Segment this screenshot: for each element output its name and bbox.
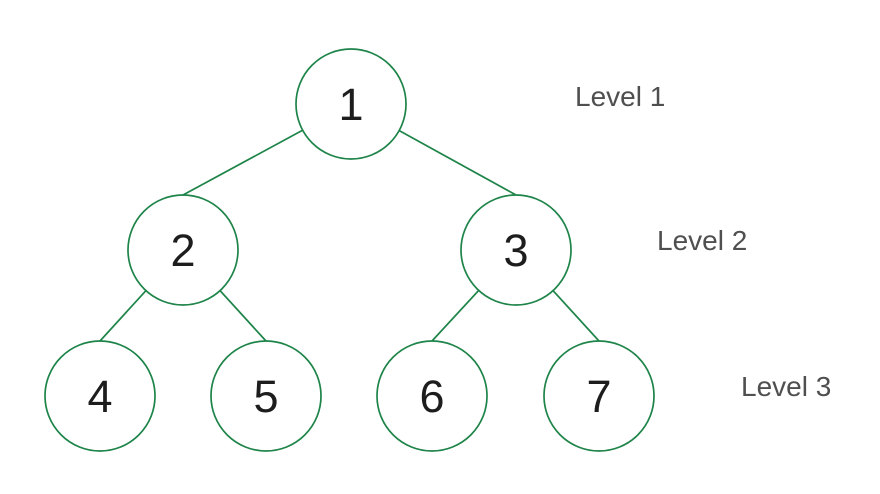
level-1-label: Level 1: [575, 81, 665, 112]
node-2-circle: [127, 194, 239, 306]
tree-node-3: 3: [460, 194, 572, 306]
tree-node-7: 7: [543, 340, 655, 452]
tree-node-2: 2: [127, 194, 239, 306]
node-5-value: 5: [253, 371, 278, 422]
node-1-circle: [295, 48, 407, 160]
node-6-value: 6: [419, 371, 444, 422]
node-7-circle: [543, 340, 655, 452]
node-4-value: 4: [87, 371, 112, 422]
node-3-value: 3: [503, 225, 528, 276]
node-2-value: 2: [170, 225, 195, 276]
tree-node-5: 5: [210, 340, 322, 452]
tree-node-4: 4: [44, 340, 156, 452]
tree-nodes: 1 2 3 4 5 6 7: [44, 48, 655, 452]
node-4-circle: [44, 340, 156, 452]
node-3-circle: [460, 194, 572, 306]
node-6-circle: [376, 340, 488, 452]
node-7-value: 7: [586, 371, 611, 422]
level-2-label: Level 2: [657, 225, 747, 256]
level-labels: Level 1 Level 2 Level 3: [575, 81, 831, 402]
node-1-value: 1: [338, 79, 363, 130]
node-5-circle: [210, 340, 322, 452]
level-3-label: Level 3: [741, 371, 831, 402]
tree-node-1: 1: [295, 48, 407, 160]
tree-node-6: 6: [376, 340, 488, 452]
